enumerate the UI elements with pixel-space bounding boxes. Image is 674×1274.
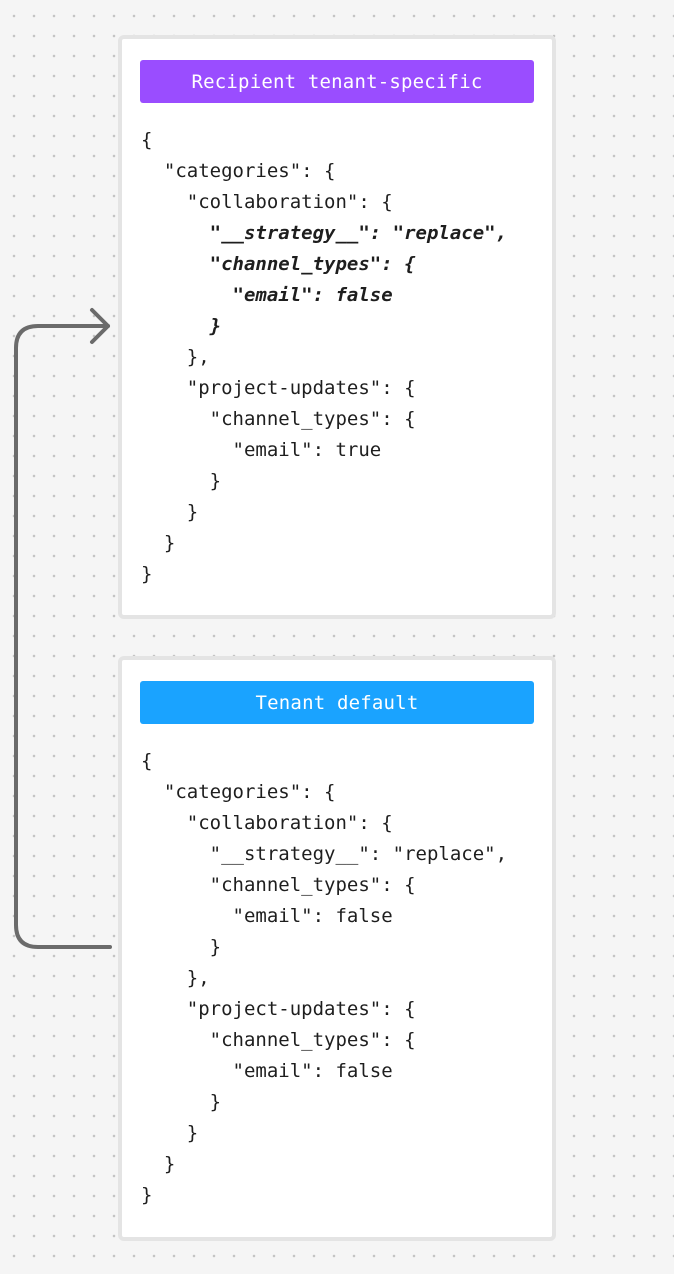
tenant-default-header: Tenant default [140,681,534,724]
code-line: } [141,470,222,492]
code-line: } [141,1122,199,1144]
code-line: "channel_types": { [141,253,416,275]
code-line: "channel_types": { [141,408,416,430]
code-line: "project-updates": { [141,377,416,399]
recipient-tenant-header: Recipient tenant-specific [140,60,534,103]
recipient-tenant-code: { "categories": { "collaboration": { "__… [141,125,507,590]
code-line: } [141,1091,222,1113]
code-line: } [141,315,222,337]
code-line: "__strategy__": "replace", [141,222,508,244]
code-line: } [141,1153,176,1175]
code-line: } [141,532,176,554]
code-line: } [141,563,153,585]
code-line: "email": true [141,439,382,461]
code-line: "__strategy__": "replace", [141,843,508,865]
tenant-default-code: { "categories": { "collaboration": { "__… [141,746,507,1211]
recipient-tenant-card: Recipient tenant-specific { "categories"… [118,35,556,619]
code-line: "channel_types": { [141,874,416,896]
code-line: "email": false [141,1060,393,1082]
code-line: "channel_types": { [141,1029,416,1051]
code-line: "project-updates": { [141,998,416,1020]
code-line: } [141,1184,153,1206]
code-line: "categories": { [141,160,336,182]
code-line: }, [141,967,210,989]
code-line: } [141,936,222,958]
connector-arrowhead [90,308,110,344]
connector-line [14,324,112,949]
tenant-default-card: Tenant default { "categories": { "collab… [118,656,556,1241]
code-line: "email": false [141,905,393,927]
code-line: } [141,501,199,523]
code-line: "collaboration": { [141,812,393,834]
code-line: { [141,750,153,772]
code-line: }, [141,346,210,368]
code-line: "categories": { [141,781,336,803]
code-line: "email": false [141,284,393,306]
code-line: { [141,129,153,151]
code-line: "collaboration": { [141,191,393,213]
